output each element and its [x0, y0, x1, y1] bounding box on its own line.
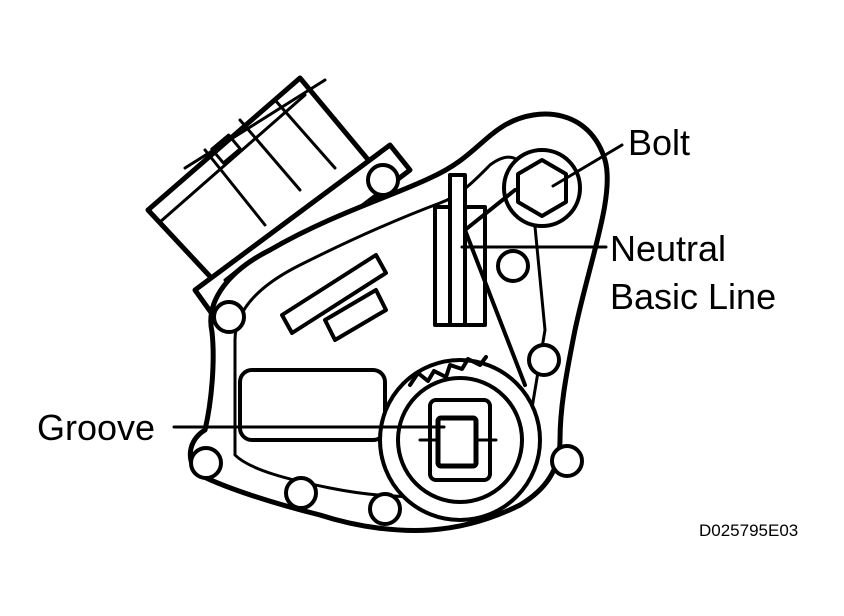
housing-slots [238, 253, 388, 442]
bolt [502, 148, 582, 228]
figure-code: D025795E03 [699, 521, 799, 540]
lever-arm [463, 188, 527, 387]
neutral-marker [433, 173, 487, 327]
neutral-label-line2: Basic Line [610, 276, 777, 317]
groove-label: Groove [37, 407, 156, 448]
mounting-holes [189, 163, 584, 526]
bolt-leader [551, 143, 624, 188]
leader-lines [172, 143, 624, 429]
shaft-gear [378, 355, 542, 522]
neutral-label-line1: Neutral [610, 228, 727, 269]
bolt-label: Bolt [628, 122, 691, 163]
